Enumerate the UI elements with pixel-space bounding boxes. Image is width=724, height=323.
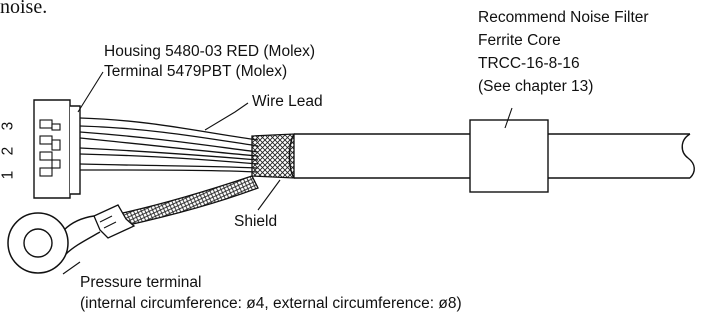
label-filter-type: Ferrite Core [478, 32, 561, 49]
shield-braid [251, 133, 295, 179]
label-wire-lead: Wire Lead [252, 93, 323, 110]
connector-housing [33, 99, 81, 199]
ferrite-core [469, 119, 549, 193]
label-filter-title: Recommend Noise Filter [478, 9, 649, 26]
main-cable [288, 133, 695, 179]
label-terminal: Terminal 5479PBT (Molex) [104, 63, 288, 80]
label-housing: Housing 5480-03 RED (Molex) [104, 43, 316, 60]
label-shield: Shield [234, 213, 278, 230]
pin-number-1: 1 [0, 170, 17, 180]
label-filter-part: TRCC-16-8-16 [478, 55, 580, 72]
crimp-sleeve [93, 204, 136, 239]
leader-lines [62, 71, 513, 275]
page-text-fragment: noise. [0, 0, 48, 18]
pin-number-3: 3 [0, 121, 17, 131]
label-filter-ref: (See chapter 13) [478, 78, 594, 95]
pressure-terminal-ring [7, 212, 101, 274]
wire-leads [79, 117, 259, 173]
label-pressure-terminal: Pressure terminal [80, 274, 202, 291]
pin-number-2: 2 [0, 146, 17, 156]
label-pressure-dimensions: (internal circumference: ø4, external ci… [80, 295, 462, 312]
